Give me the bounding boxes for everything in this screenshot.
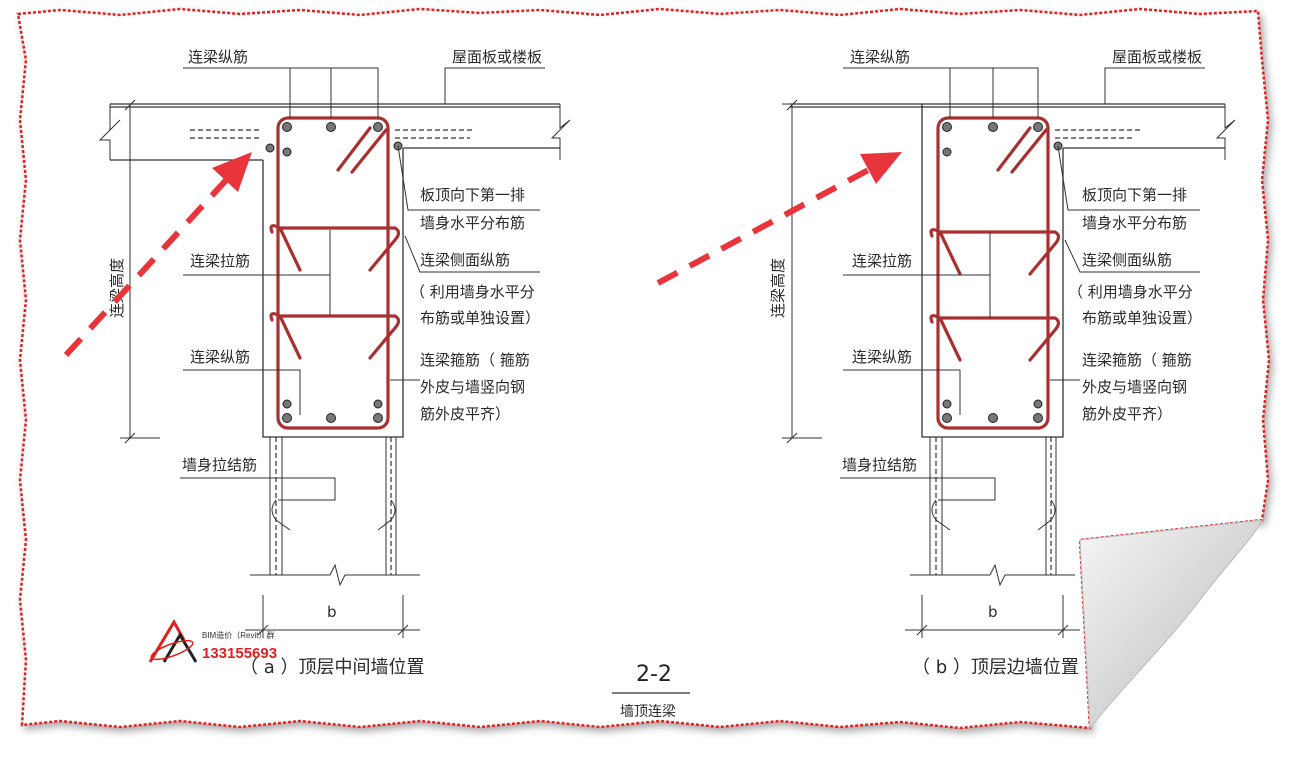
stirrup-hooks-right [996,126,1048,174]
caption-right: （ b ）顶层边墙位置 [912,657,1079,678]
dim-beam-height [120,99,160,444]
label-top-longitudinal: 连梁纵筋 [188,48,248,66]
label-stirrup-2: 外皮与墙竖向钢 [420,378,525,396]
label-bottom-longitudinal-right: 连梁纵筋 [852,348,912,366]
beam-outline [262,148,404,438]
label-width-right: b [988,603,998,621]
label-side-note-2-right: 布筋或单独设置） [1082,309,1202,327]
slab-rebar-dashed [190,129,475,139]
leader-side-longitudinal [404,235,540,273]
label-beam-height: 连梁高度 [108,258,126,318]
annotation-arrow-left [63,175,231,358]
label-slab-rebar-1: 板顶向下第一排 [420,186,525,204]
watermark-text: BIM造价（Revit）群 [202,630,274,640]
leader-top-longitudinal-right [843,67,1039,118]
leader-tie-right [843,232,991,318]
label-beam-height-right: 连梁高度 [769,258,787,318]
tie-lower [269,312,401,360]
label-side-longitudinal-right: 连梁侧面纵筋 [1082,251,1172,269]
wall-break-line [250,563,420,587]
label-side-note-2: 布筋或单独设置） [420,309,540,327]
label-stirrup-3: 筋外皮平齐） [420,405,510,423]
annotation-arrowhead-right [860,152,902,184]
longitudinal-bars-right [942,122,1063,423]
label-wall-tie: 墙身拉结筋 [182,456,257,474]
label-stirrup-2-right: 外皮与墙竖向钢 [1082,378,1187,396]
slab-break-left [98,104,121,160]
wall-lines [269,437,397,575]
annotation-arrow-right [656,165,874,286]
leader-bottom-longitudinal [183,369,301,415]
wall-lines-right [929,437,1057,575]
label-bottom-longitudinal: 连梁纵筋 [190,348,250,366]
leader-wall-tie-right [840,477,996,501]
watermark-logo-icon [148,619,198,663]
label-top-longitudinal-right: 连梁纵筋 [850,48,910,66]
label-slab: 屋面板或楼板 [452,48,542,66]
wall-tie-hooks [271,499,396,531]
dim-width [245,595,420,638]
section-number: 2-2 [636,662,672,687]
stirrup-hooks [336,126,388,174]
page-curl [1079,519,1263,730]
paper-sheet [16,7,1271,730]
label-side-longitudinal: 连梁侧面纵筋 [420,251,510,269]
wall-vertical-rebar [275,437,392,575]
tie-lower-right [929,314,1061,362]
label-tie-right: 连梁拉筋 [852,252,912,270]
slab-rebar-dashed-right [1055,129,1140,139]
leader-wall-tie [180,477,336,501]
watermark-number: 133155693 [202,645,277,662]
wall-break-line-right [910,563,1075,587]
section-title: 墙顶连梁 [620,704,676,720]
label-slab-rebar-1-right: 板顶向下第一排 [1082,186,1187,204]
label-stirrup-1-right: 连梁箍筋（ 箍筋 [1082,351,1192,369]
dim-width-right [905,595,1080,638]
slab-top-line [110,103,560,108]
left-detail-panel: 连梁纵筋 屋面板或楼板 板顶向下第一排 墙身水平分布筋 连梁侧面纵筋 （ 利用墙… [63,48,571,678]
tie-upper-right [929,228,1061,276]
beam-outline-right [921,104,1064,438]
label-slab-rebar-2: 墙身水平分布筋 [420,214,525,232]
tie-upper [269,224,401,272]
leader-slab-rebar-right [1057,145,1200,211]
wall-tie-hooks-right [931,499,1056,531]
label-tie: 连梁拉筋 [190,252,250,270]
longitudinal-bars [265,122,403,423]
leader-bottom-longitudinal-right [843,369,961,415]
annotation-arrowhead-left [212,152,252,192]
slab-break-right [550,104,571,160]
label-stirrup-3-right: 筋外皮平齐） [1082,405,1172,423]
label-side-note-1: （ 利用墙身水平分 [410,283,535,301]
leader-slab [444,67,545,104]
slab-top-line-right [790,103,1225,108]
label-width: b [327,603,337,621]
leader-top-longitudinal [183,67,379,118]
label-slab-right: 屋面板或楼板 [1112,48,1202,66]
leader-side-longitudinal-right [1064,239,1200,273]
label-slab-rebar-2-right: 墙身水平分布筋 [1082,214,1187,232]
wall-vertical-rebar-right [935,437,1052,575]
right-detail-panel: 连梁纵筋 屋面板或楼板 板顶向下第一排 墙身水平分布筋 连梁侧面纵筋 （ 利用墙… [656,48,1236,678]
dim-beam-height-right [782,99,822,444]
watermark: BIM造价（Revit）群 133155693 [148,619,277,663]
label-side-note-1-right: （ 利用墙身水平分 [1068,283,1193,301]
caption-left: （ a ）顶层中间墙位置 [240,657,424,678]
torn-paper-edge [16,7,1271,730]
stirrup [276,116,390,430]
label-stirrup-1: 连梁箍筋（ 箍筋 [420,351,530,369]
leader-slab-rebar [397,145,540,211]
leader-tie [183,230,331,316]
leader-slab-right [1104,67,1205,104]
label-wall-tie-right: 墙身拉结筋 [842,456,917,474]
slab-break-right-r [1215,104,1236,160]
